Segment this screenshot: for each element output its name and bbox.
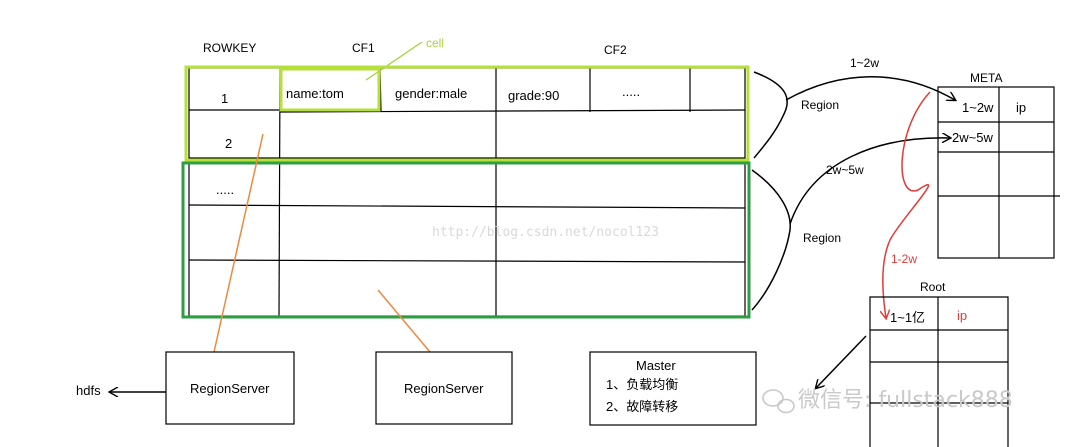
row3-key: .....: [216, 182, 234, 197]
meta-range-1: 1~2w: [962, 100, 994, 115]
region-upper-box: [184, 65, 750, 162]
master-box: [589, 351, 757, 426]
root-ip-header: ip: [957, 308, 967, 323]
meta-ip-header: ip: [1016, 100, 1026, 115]
master-title: Master: [636, 358, 676, 373]
region-server-left-label: RegionServer: [190, 381, 270, 396]
upper-region-brace: [753, 71, 788, 159]
cf2-header: CF2: [604, 43, 627, 57]
master-item-1: 1、负载均衡: [606, 377, 678, 392]
lower-region-to-server-line: [377, 289, 431, 353]
upper-region-to-meta-arrow: [785, 76, 955, 100]
region-server-left-box: [165, 351, 295, 425]
rowkey-header: ROWKEY: [203, 41, 256, 55]
lower-region-brace: [751, 169, 791, 311]
upper-region-to-server-line: [213, 133, 264, 353]
region-lower-box: [181, 161, 751, 319]
lower-region-to-meta-arrow: [789, 138, 950, 225]
meta-range-2: 2w~5w: [952, 130, 993, 145]
table-grid: [188, 67, 746, 317]
region-server-middle-label: RegionServer: [404, 381, 484, 396]
meta-to-root-arrow: [883, 91, 931, 318]
upper-range-label: 1~2w: [850, 56, 879, 70]
row1-gender-cell: gender:male: [395, 86, 467, 101]
region-server-middle-box: [375, 351, 513, 425]
root-table: [869, 296, 1009, 447]
upper-region-label: Region: [801, 98, 839, 112]
row1-name-cell: name:tom: [286, 86, 344, 101]
wechat-icon: [762, 389, 795, 414]
row1-grade-cell: grade:90: [508, 88, 559, 103]
row2-key: 2: [225, 136, 232, 151]
lower-region-label: Region: [803, 231, 841, 245]
root-link-range: 1-2w: [891, 252, 917, 266]
meta-table: [937, 86, 1060, 259]
wechat-brand-watermark: 微信号: fullstack888: [798, 388, 1013, 413]
hdfs-label: hdfs: [76, 383, 101, 398]
cell-highlight-box: [279, 67, 381, 112]
master-item-2: 2、故障转移: [606, 399, 678, 414]
row1-more-cell: .....: [622, 84, 640, 99]
cf1-header: CF1: [352, 41, 375, 55]
row1-key: 1: [221, 91, 228, 106]
root-title: Root: [920, 280, 946, 294]
cell-pointer-line: [365, 41, 423, 81]
blog-watermark: http://blog.csdn.net/nocol123: [432, 225, 659, 240]
cell-label: cell: [426, 36, 444, 50]
root-range: 1~1亿: [890, 310, 925, 325]
meta-title: META: [970, 71, 1002, 85]
lower-range-label: 2w~5w: [826, 163, 864, 177]
root-to-master-arrow: [816, 335, 867, 388]
